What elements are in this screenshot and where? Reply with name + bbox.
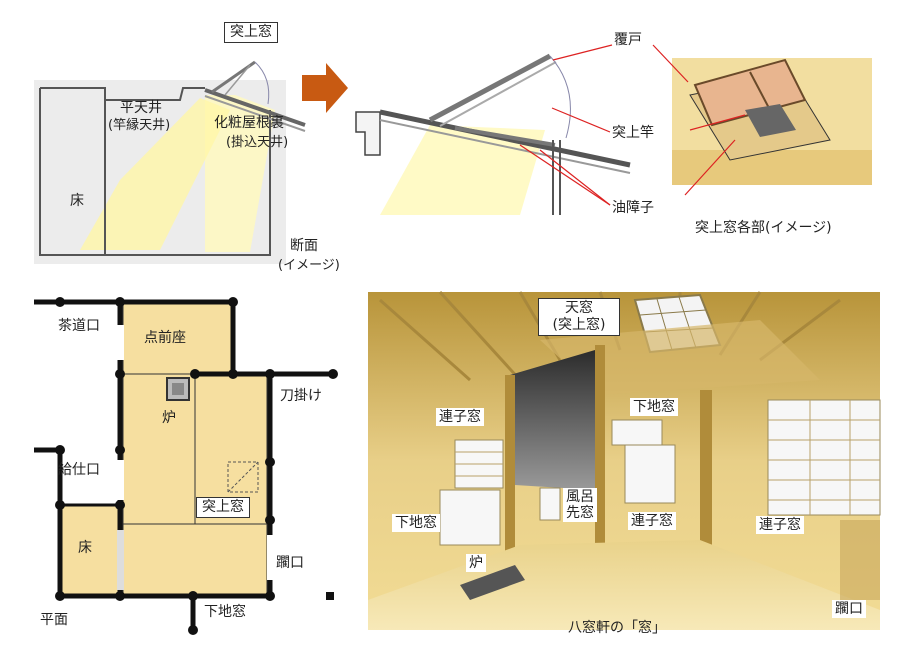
caption-section-sub: (イメージ): [278, 258, 340, 273]
label-sloped-ceiling-sub: (掛込天井): [226, 135, 289, 150]
label-shoji: 油障子: [612, 200, 654, 216]
label-ro: 炉: [162, 410, 176, 426]
detail-drawing: [355, 44, 631, 215]
section-drawing: [34, 60, 306, 264]
label-chado-guchi: 茶道口: [58, 318, 100, 334]
label-katana-kake: 刀掛け: [280, 388, 322, 404]
label-furosaki-mado: 風呂 先窓: [563, 488, 597, 522]
caption-parts: 突上窓各部(イメージ): [695, 220, 832, 236]
label-ten-mado: 天窓 (突上窓): [538, 298, 620, 336]
label-renji-mado-right: 連子窓: [756, 516, 804, 534]
label-ten-mado-line2: (突上窓): [552, 317, 606, 333]
label-nijiri-guchi-interior: 躙口: [832, 600, 866, 618]
label-shitaji-mado-top: 下地窓: [630, 398, 678, 416]
label-shitaji-mado-plan: 下地窓: [204, 604, 246, 620]
label-renji-mado-left: 連子窓: [436, 408, 484, 426]
label-tsukiage-mado-plan: 突上窓: [196, 497, 250, 518]
arrow-right-icon: [302, 63, 348, 113]
label-furosaki-line2: 先窓: [566, 505, 594, 521]
parts-image: [652, 44, 872, 196]
label-furosaki-line1: 風呂: [566, 489, 594, 505]
label-kyuji-guchi: 給仕口: [58, 462, 100, 478]
label-temae-za: 点前座: [144, 330, 186, 346]
floor-plan: [34, 297, 338, 635]
label-ten-mado-line1: 天窓: [565, 300, 593, 316]
title-tsukiage-mado: 突上窓: [224, 22, 278, 43]
caption-interior: 八窓軒の「窓」: [568, 620, 666, 636]
label-sloped-ceiling: 化粧屋根裏: [214, 115, 284, 131]
caption-section: 断面: [290, 238, 318, 254]
label-cover: 覆戸: [614, 32, 642, 48]
label-pole: 突上竿: [612, 125, 654, 141]
label-flat-ceiling: 平天井: [120, 100, 162, 116]
interior-image: [368, 290, 881, 630]
label-shitaji-mado-left: 下地窓: [392, 514, 440, 532]
label-flat-ceiling-sub: (竿縁天井): [108, 118, 171, 133]
label-nijiri-guchi-plan: 躙口: [276, 555, 304, 571]
label-renji-mado-mid: 連子窓: [628, 512, 676, 530]
label-toko: 床: [70, 193, 84, 209]
caption-plan: 平面: [40, 612, 68, 628]
label-ro-interior: 炉: [466, 554, 486, 572]
label-toko-plan: 床: [78, 540, 92, 556]
